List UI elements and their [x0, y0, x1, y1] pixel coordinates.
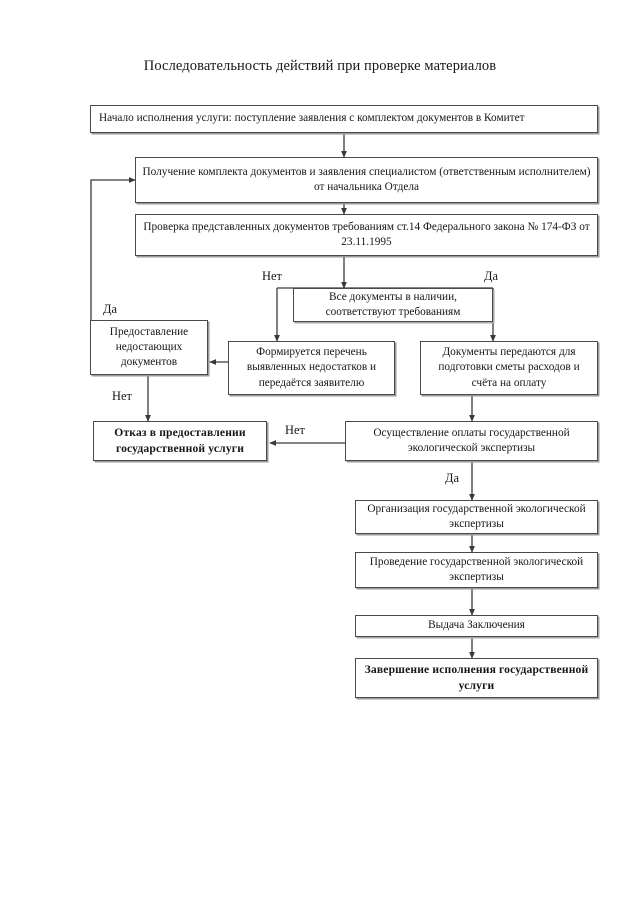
node-issue-conclusion[interactable]: Выдача Заключения — [355, 615, 598, 637]
edge-label-decision-yes: Да — [484, 269, 498, 283]
node-organize-expertise[interactable]: Организация государственной экологическо… — [355, 500, 598, 534]
edge-label-provide-yes: Да — [103, 302, 117, 316]
node-deficiency-list[interactable]: Формируется перечень выявленных недостат… — [228, 341, 395, 395]
node-receive-documents[interactable]: Получение комплекта документов и заявлен… — [135, 157, 598, 203]
edge-provide-receive-loop — [90, 177, 136, 320]
node-finish[interactable]: Завершение исполнения государственной ус… — [355, 658, 598, 698]
edge-label-provide-no: Нет — [112, 389, 132, 403]
node-provide-missing-documents[interactable]: Предоставление недостающих документов — [90, 320, 208, 375]
node-refusal[interactable]: Отказ в предоставлении государственной у… — [93, 421, 267, 461]
edge-label-payment-no: Нет — [285, 423, 305, 437]
node-conduct-expertise[interactable]: Проведение государственной экологической… — [355, 552, 598, 588]
node-payment[interactable]: Осуществление оплаты государственной эко… — [345, 421, 598, 461]
node-check-requirements[interactable]: Проверка представленных документов требо… — [135, 214, 598, 256]
node-start[interactable]: Начало исполнения услуги: поступление за… — [90, 105, 598, 133]
node-transfer-for-estimate[interactable]: Документы передаются для подготовки смет… — [420, 341, 598, 395]
node-decision-documents-complete[interactable]: Все документы в наличии, соответствуют т… — [293, 288, 493, 322]
page-title: Последовательность действий при проверке… — [143, 58, 497, 74]
edge-label-decision-no: Нет — [262, 269, 282, 283]
edge-label-payment-yes: Да — [445, 471, 459, 485]
